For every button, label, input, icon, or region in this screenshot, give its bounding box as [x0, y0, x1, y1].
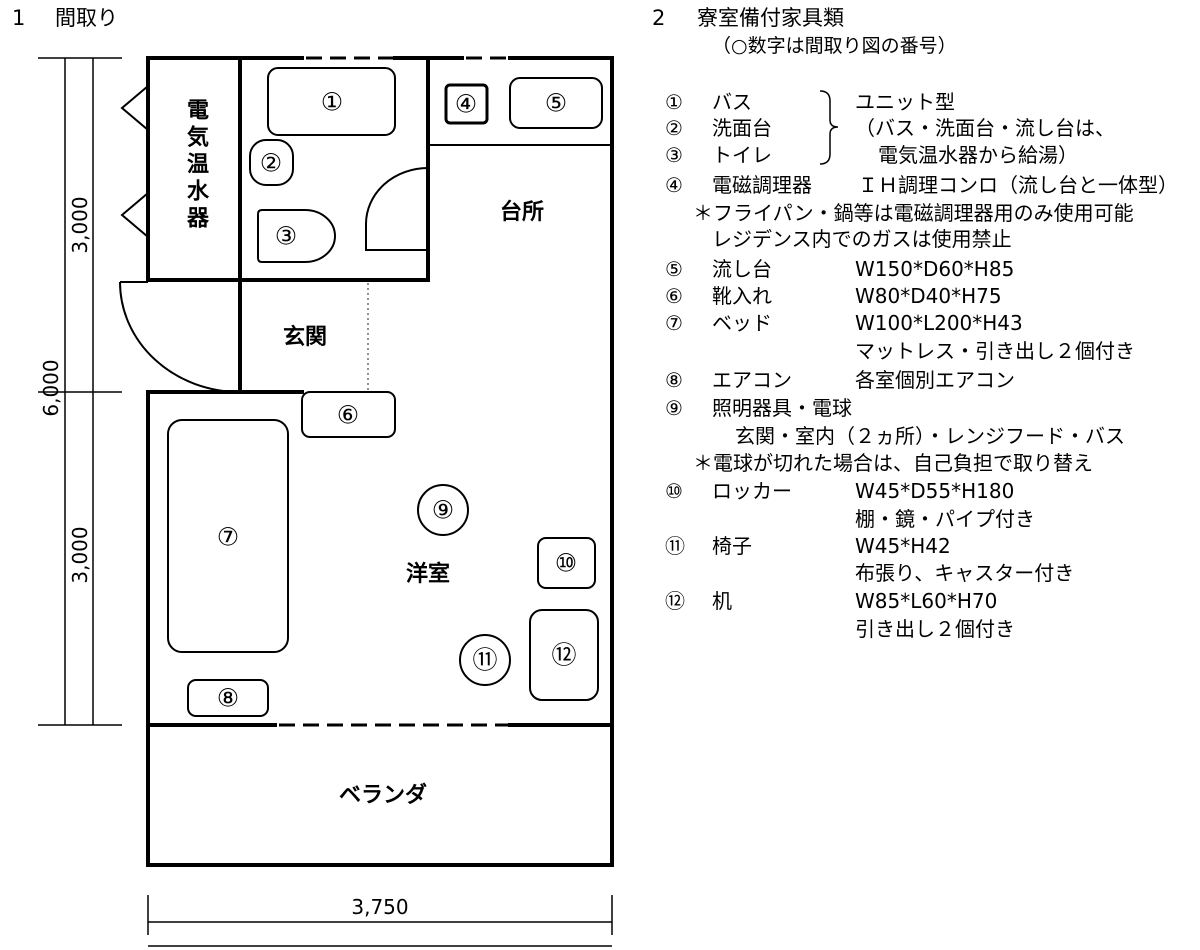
item-4-note-2: レジデンス内でのガスは使用禁止: [712, 227, 1012, 251]
shoe-box-shape: [301, 391, 396, 438]
item-11-spec: W45*H42: [855, 534, 951, 558]
item-9-number: ⑨: [665, 396, 683, 420]
fixtures: [167, 67, 603, 717]
item-7-number: ⑦: [665, 311, 683, 335]
unit-group-brace: [819, 90, 839, 165]
item-4-note-1: ＊フライパン・鍋等は電磁調理器用のみ使用可能: [693, 201, 1134, 225]
item-7-spec: W100*L200*H43: [855, 311, 1023, 335]
unit-group-note-2: 電気温水器から給湯）: [878, 143, 1078, 167]
item-3-name: トイレ: [712, 143, 772, 167]
marker-4: ④: [455, 90, 477, 119]
ih-cooker-shape: [444, 83, 489, 125]
bath-door-swing: [365, 167, 429, 251]
marker-10: ⑩: [555, 549, 577, 578]
front-door-swing: [119, 281, 241, 393]
item-12-name: 机: [712, 589, 732, 613]
room-label-kitchen: 台所: [499, 200, 545, 225]
item-11-number: ⑪: [665, 534, 685, 558]
marker-11: ⑪: [472, 646, 497, 675]
item-10-number: ⑩: [665, 479, 683, 503]
item-9-name: 照明器具・電球: [712, 396, 852, 420]
fixture-markers: ① ② ③ ④ ⑤ ⑥ ⑦ ⑧ ⑨ ⑩ ⑪ ⑫: [217, 88, 577, 713]
item-11-note-1: 布張り、キャスター付き: [855, 561, 1075, 585]
marker-12: ⑫: [551, 641, 576, 670]
item-10-spec: W45*D55*H180: [855, 479, 1015, 503]
room-label-water-heater: 電気温水器: [183, 98, 208, 233]
item-4-spec: ＩＨ調理コンロ（流し台と一体型）: [858, 173, 1178, 197]
misc-lines: [119, 85, 612, 393]
dim-label-upper-depth: 3,000: [68, 196, 92, 254]
item-2-name: 洗面台: [712, 116, 772, 140]
item-9-note-1: 玄関・室内（２ヵ所）・レンジフード・バス: [735, 424, 1125, 448]
item-12-spec: W85*L60*H70: [855, 589, 998, 613]
room-label-veranda: ベランダ: [338, 783, 428, 808]
walls: [146, 56, 614, 867]
item-11-name: 椅子: [712, 534, 752, 558]
marker-3: ③: [275, 222, 297, 251]
air-conditioner-shape: [187, 679, 269, 717]
marker-1: ①: [321, 88, 343, 117]
item-4-name: 電磁調理器: [712, 173, 812, 197]
marker-6: ⑥: [337, 401, 359, 430]
item-2-number: ②: [665, 116, 683, 140]
dim-label-lower-depth: 3,000: [68, 526, 92, 584]
locker-shape: [537, 537, 596, 589]
marker-8: ⑧: [217, 684, 239, 713]
item-1-name: バス: [712, 90, 752, 114]
marker-5: ⑤: [545, 89, 567, 118]
item-6-spec: W80*D40*H75: [855, 284, 1002, 308]
item-8-name: エアコン: [712, 368, 792, 392]
dim-label-total-depth: 6,000: [39, 359, 63, 417]
section2-number: 2: [652, 6, 666, 30]
section1-title: 間取り: [55, 6, 118, 30]
unit-group-type: ユニット型: [855, 90, 955, 114]
bathtub-shape: [267, 67, 396, 136]
toilet-shape: [257, 209, 336, 263]
room-label-entrance: 玄関: [282, 325, 328, 350]
bed-shape: [167, 419, 289, 653]
section2-title: 寮室備付家具類: [697, 6, 844, 30]
item-7-name: ベッド: [712, 311, 772, 335]
heater-vent-upper: [120, 85, 149, 131]
item-4-number: ④: [665, 173, 683, 197]
sink-shape: [509, 77, 603, 129]
item-3-number: ③: [665, 143, 683, 167]
marker-7: ⑦: [217, 523, 239, 552]
desk-shape: [529, 609, 599, 701]
item-12-number: ⑫: [665, 589, 685, 613]
section2-subtitle: （○数字は間取り図の番号）: [712, 35, 957, 57]
unit-group-note-1: （バス・洗面台・流し台は、: [855, 116, 1115, 140]
item-10-note-1: 棚・鏡・パイプ付き: [855, 507, 1035, 531]
washbasin-shape: [249, 139, 294, 186]
item-1-number: ①: [665, 90, 683, 114]
item-6-number: ⑥: [665, 284, 683, 308]
windows: [279, 56, 510, 727]
item-12-note-1: 引き出し２個付き: [855, 617, 1015, 641]
dimension-lines: [38, 57, 613, 947]
section1-number: 1: [12, 6, 26, 30]
item-8-spec: 各室個別エアコン: [855, 368, 1015, 392]
marker-2: ②: [260, 149, 282, 178]
heater-vent-lower: [120, 192, 149, 238]
item-5-name: 流し台: [712, 257, 772, 281]
item-7-note-1: マットレス・引き出し２個付き: [855, 339, 1135, 363]
item-9-note-2: ＊電球が切れた場合は、自己負担で取り替え: [693, 451, 1093, 475]
marker-9: ⑨: [432, 496, 454, 525]
room-label-western-room: 洋室: [405, 562, 451, 587]
item-8-number: ⑧: [665, 368, 683, 392]
light-shape: [417, 484, 469, 536]
item-5-number: ⑤: [665, 257, 683, 281]
chair-shape: [459, 634, 511, 686]
dim-label-width: 3,750: [351, 895, 409, 919]
item-10-name: ロッカー: [712, 479, 792, 503]
item-5-spec: W150*D60*H85: [855, 257, 1015, 281]
item-6-name: 靴入れ: [712, 284, 772, 308]
